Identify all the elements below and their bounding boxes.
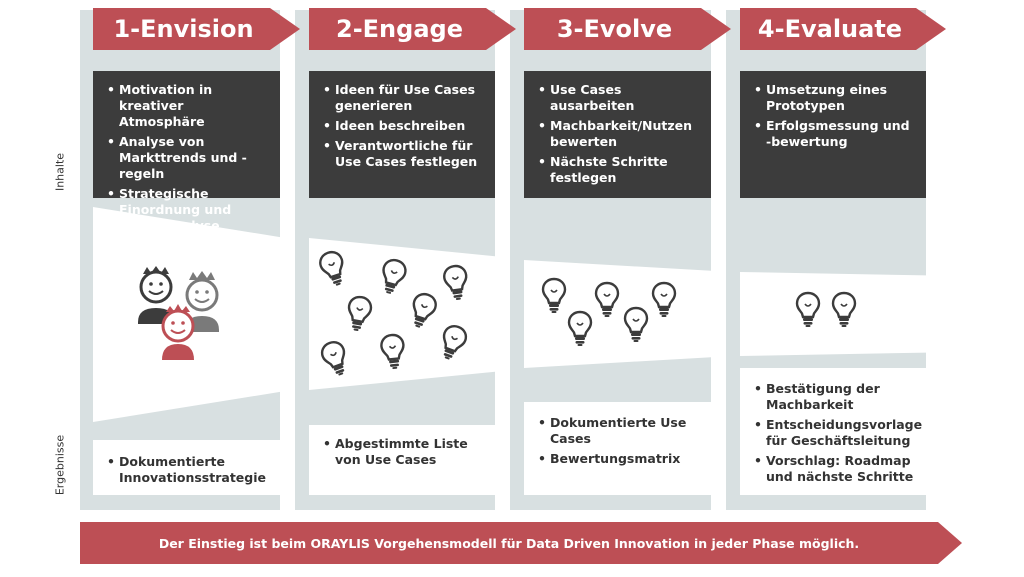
bottom-banner-arrow: Der Einstieg ist beim ORAYLIS Vorgehensm… [80,522,962,564]
lightbulb-icon [442,324,468,360]
side-label-ergebnisse: Ergebnisse [53,434,67,496]
lightbulb-icon [594,281,620,317]
phase-4-result-item: Bestätigung der Machbarkeit [754,381,914,413]
phase-1-result-item: Dokumentierte Innovationsstrategie [107,454,268,486]
phase-4-visual-area [740,272,926,356]
phase-1-content-item: Motivation in kreativer Atmosphäre [107,82,268,130]
phase-1-content-item: Strategische Einordnung und SWOT-Analyse [107,186,268,234]
phase-4-result-item: Entscheidungsvorlage für Geschäftsleitun… [754,417,922,449]
phase-2-header: 2-Engage [309,8,516,50]
phase-3-contents: Use Cases ausarbeiten Machbarkeit/Nutzen… [524,71,711,198]
lightbulb-icon [320,340,346,376]
lightbulb-icon [412,292,437,328]
lightbulb-icon [795,291,821,327]
phase-1-content-item: Analyse von Markttrends und -regeln [107,134,268,182]
lightbulb-icon [380,333,405,370]
phase-3-content-item: Use Cases ausarbeiten [538,82,699,114]
phase-2-content-item: Verantwortliche für Use Cases festlegen [323,138,483,170]
phase-1-header: 1-Envision [93,8,300,50]
phase-2-title: 2-Engage [336,15,463,43]
side-label-inhalte: Inhalte [53,152,67,192]
phase-1-title: 1-Envision [113,15,254,43]
phase-2-content-item: Ideen beschreiben [323,118,483,134]
phase-2-contents: Ideen für Use Cases generieren Ideen bes… [309,71,495,198]
phase-3-result-item: Dokumentierte Use Cases [538,415,699,447]
lightbulb-icon [319,250,344,286]
phase-2-results: Abgestimmte Liste von Use Cases [309,425,495,495]
phase-4-results: Bestätigung der Machbarkeit Entscheidung… [740,368,926,495]
phase-4-content-item: Umsetzung eines Prototypen [754,82,914,114]
lightbulb-icon [443,264,468,301]
phase-1-contents: Motivation in kreativer Atmosphäre Analy… [93,71,280,233]
phase-3-content-item: Nächste Schritte festlegen [538,154,699,186]
phase-3-content-item: Machbarkeit/Nutzen bewerten [538,118,699,150]
lightbulb-icon [651,281,677,317]
phase-3-title: 3-Evolve [556,15,673,43]
phase-1-results: Dokumentierte Innovationsstrategie [93,440,280,495]
people-group-icon [138,266,219,360]
phase-4-content-item: Erfolgsmessung und -bewertung [754,118,914,150]
phase-4-title: 4-Evaluate [757,15,903,43]
phase-4-contents: Umsetzung eines Prototypen Erfolgsmessun… [740,71,926,198]
lightbulb-icon [382,258,407,294]
lightbulb-icon [567,310,593,346]
phase-2-result-item: Abgestimmte Liste von Use Cases [323,436,483,468]
phase-4-header: 4-Evaluate [740,8,946,50]
lightbulb-icon [541,277,567,313]
phase-3-header: 3-Evolve [524,8,731,50]
lightbulb-icon [623,306,649,342]
phase-3-results: Dokumentierte Use Cases Bewertungsmatrix [524,402,711,495]
lightbulb-icon [347,295,373,332]
phase-3-result-item: Bewertungsmatrix [538,451,699,467]
banner-text: Der Einstieg ist beim ORAYLIS Vorgehensm… [158,535,860,551]
lightbulb-icon [831,291,857,327]
phase-4-result-item: Vorschlag: Roadmap und nächste Schritte [754,453,914,485]
phase-2-content-item: Ideen für Use Cases generieren [323,82,483,114]
